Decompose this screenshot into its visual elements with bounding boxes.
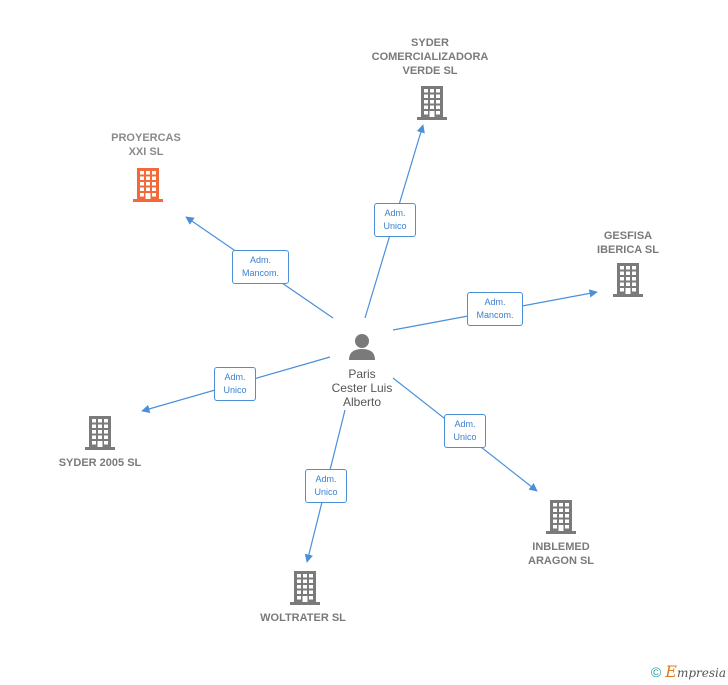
role-badge-syder-comercializadora[interactable]: Adm. Unico (374, 203, 416, 237)
role-text: Adm. (224, 372, 246, 382)
brand-logo-text: mpresia (676, 666, 726, 680)
company-label-inblemed[interactable]: INBLEMED ARAGON SL (511, 540, 611, 568)
role-text: Adm. (484, 297, 506, 307)
company-label-line: ARAGON SL (528, 555, 594, 567)
brand-footer[interactable]: ©Empresia (651, 662, 726, 681)
role-text: Unico (223, 385, 247, 395)
building-icon[interactable] (417, 86, 447, 125)
company-label-line: INBLEMED (532, 541, 590, 553)
building-icon[interactable] (546, 500, 576, 539)
company-label-line: COMERCIALIZADORA (371, 51, 489, 63)
building-icon[interactable] (613, 263, 643, 302)
company-label-line: VERDE SL (402, 65, 458, 77)
role-text: Adm. (249, 255, 271, 265)
role-text: Unico (453, 432, 477, 442)
role-text: Adm. (315, 474, 337, 484)
person-icon (349, 334, 375, 360)
building-icon[interactable] (290, 571, 320, 610)
role-text: Unico (383, 221, 407, 231)
company-label-line: PROYERCAS (111, 132, 181, 144)
role-badge-gesfisa[interactable]: Adm. Mancom. (467, 292, 523, 326)
person-name[interactable]: Paris Cester Luis Alberto (312, 367, 412, 409)
company-label-line: WOLTRATER SL (260, 612, 346, 624)
company-label-gesfisa[interactable]: GESFISA IBERICA SL (578, 229, 678, 257)
copyright-icon: © (650, 664, 662, 680)
role-text: Adm. (454, 419, 476, 429)
building-icon[interactable] (133, 168, 163, 207)
company-label-woltrater[interactable]: WOLTRATER SL (243, 611, 363, 625)
role-badge-syder-2005[interactable]: Adm. Unico (214, 367, 256, 401)
company-label-syder-2005[interactable]: SYDER 2005 SL (40, 456, 160, 470)
building-icon[interactable] (85, 416, 115, 455)
company-label-line: GESFISA (603, 230, 653, 242)
role-badge-proyercas[interactable]: Adm. Mancom. (232, 250, 289, 284)
role-badge-inblemed[interactable]: Adm. Unico (444, 414, 486, 448)
role-text: Unico (314, 487, 338, 497)
role-text: Mancom. (241, 268, 279, 278)
company-label-proyercas[interactable]: PROYERCAS XXI SL (96, 131, 196, 159)
brand-logo-initial: E (665, 662, 677, 681)
person-name-line: Paris (348, 367, 376, 381)
role-badge-woltrater[interactable]: Adm. Unico (305, 469, 347, 503)
role-text: Mancom. (476, 310, 514, 320)
company-label-line: SYDER (411, 37, 449, 49)
company-label-line: SYDER 2005 SL (58, 457, 142, 469)
company-label-line: XXI SL (128, 146, 164, 158)
person-name-line: Alberto (342, 395, 382, 409)
company-label-syder-comercializadora[interactable]: SYDER COMERCIALIZADORA VERDE SL (370, 36, 490, 78)
role-text: Adm. (384, 208, 406, 218)
company-label-line: IBERICA SL (597, 244, 659, 256)
person-name-line: Cester Luis (331, 381, 393, 395)
